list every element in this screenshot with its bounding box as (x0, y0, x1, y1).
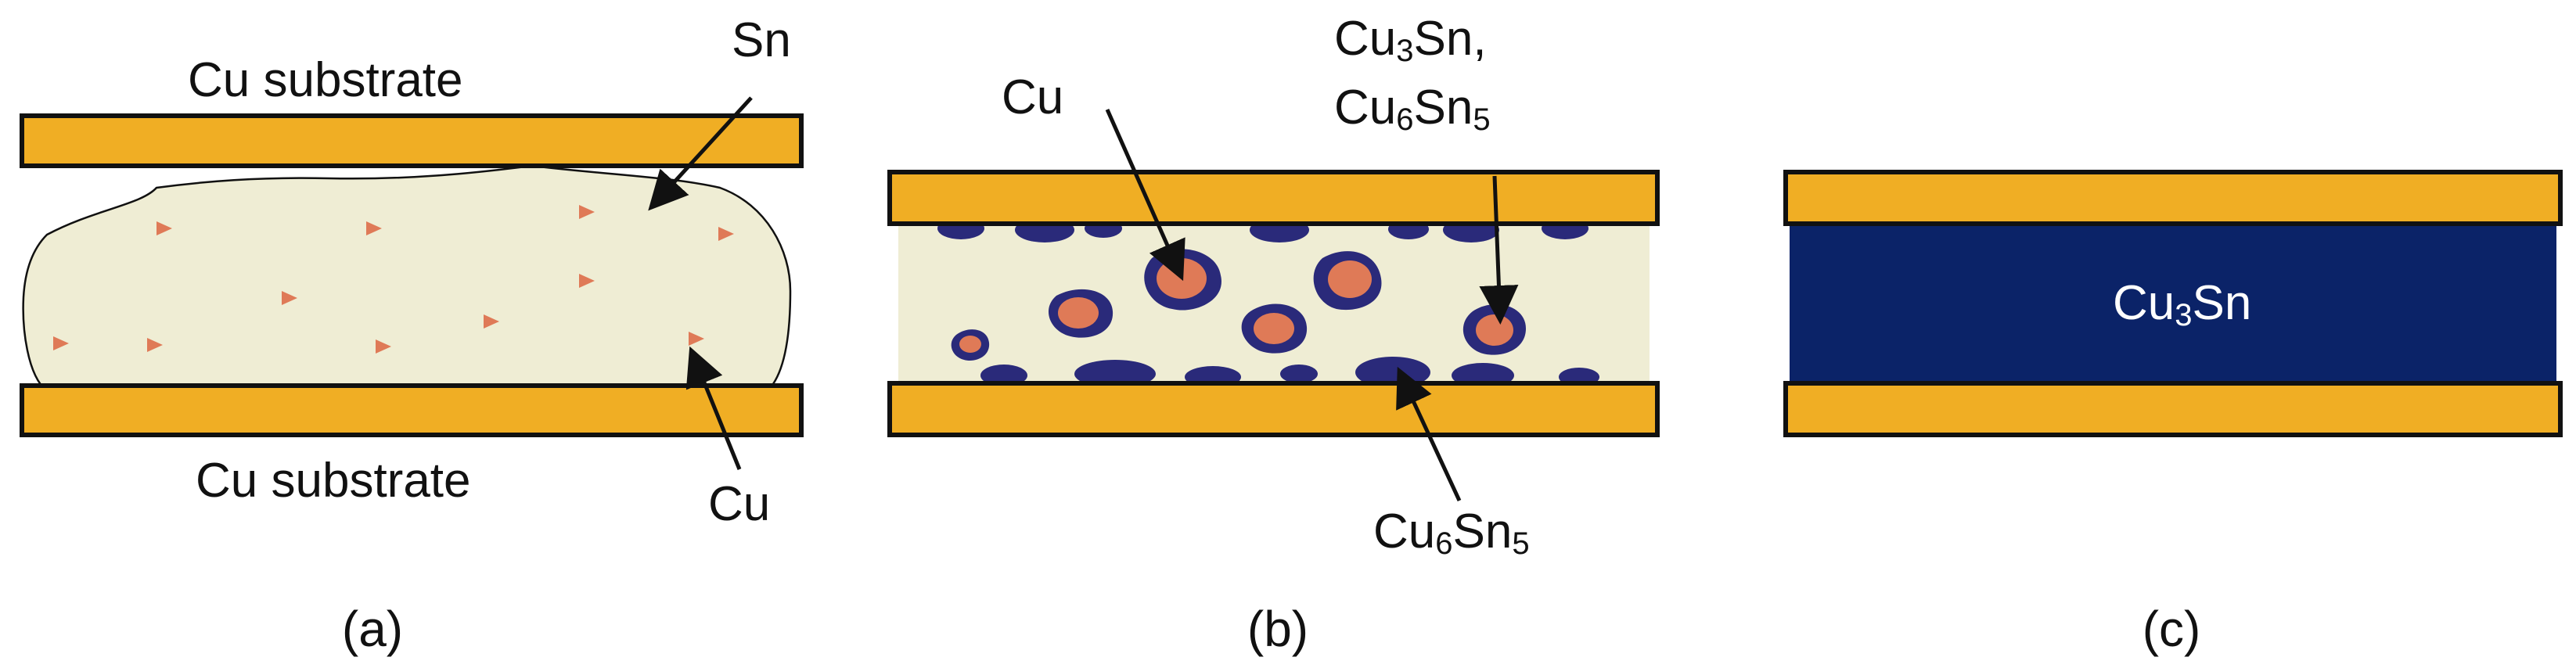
cu-label-b: Cu (1002, 70, 1063, 124)
cu-particle (484, 314, 499, 329)
caption-a: (a) (342, 601, 403, 657)
cu-particle (282, 291, 297, 305)
bottom-substrate-label: Cu substrate (196, 454, 471, 508)
imc-label-line1: Cu3Sn, (1334, 12, 1487, 68)
top-cu-substrate-b (887, 170, 1660, 226)
cu-particle (579, 274, 595, 288)
cu-core-shell (1241, 303, 1308, 354)
cu-particle (366, 221, 382, 235)
cu-particles-a (53, 205, 734, 354)
sn-solder-blob (22, 164, 792, 393)
cu-core-shell (1462, 304, 1526, 355)
caption-c: (c) (2142, 601, 2201, 657)
top-cu-substrate-c (1783, 170, 2563, 226)
cu-particle (718, 227, 734, 241)
bottom-imc-arrow-b (1396, 366, 1462, 502)
cu-core-shell (1313, 251, 1382, 311)
cu-particle (689, 332, 704, 346)
top-cu-substrate (20, 113, 804, 168)
cu-core-shell (1144, 249, 1221, 311)
cu-particle (157, 221, 172, 235)
bottom-imc-label: Cu6Sn5 (1373, 505, 1530, 561)
sn-arrow (648, 96, 753, 211)
panel-a: Cu substrate Cu substrate Sn Cu (a) (20, 13, 804, 657)
cu3sn-layer-label: Cu3Sn (2113, 276, 2251, 332)
cu-particle-arrow (685, 346, 742, 470)
panel-b: Cu Cu3Sn, Cu6Sn5 Cu6Sn5 (b) (887, 12, 1660, 657)
cu-particle (147, 338, 163, 352)
cu-core-shell (1048, 289, 1114, 338)
top-substrate-label: Cu substrate (188, 53, 463, 107)
bottom-cu-substrate-b (887, 381, 1660, 437)
cu-particle (579, 205, 595, 219)
cu-particle (376, 339, 391, 354)
imc-arrow-b (1479, 175, 1519, 325)
caption-b: (b) (1247, 601, 1308, 657)
imc-label-line2: Cu6Sn5 (1334, 81, 1491, 137)
cu3sn-layer (1790, 224, 2556, 383)
cu-particle (53, 336, 69, 350)
panel-c: Cu3Sn (c) (1783, 170, 2563, 657)
sn-label: Sn (732, 13, 791, 67)
cu-core-shell (951, 329, 990, 361)
cu-particle-label: Cu (708, 477, 770, 531)
bottom-cu-substrate (20, 383, 804, 437)
cu-arrow-b (1105, 108, 1185, 282)
bottom-cu-substrate-c (1783, 381, 2563, 437)
